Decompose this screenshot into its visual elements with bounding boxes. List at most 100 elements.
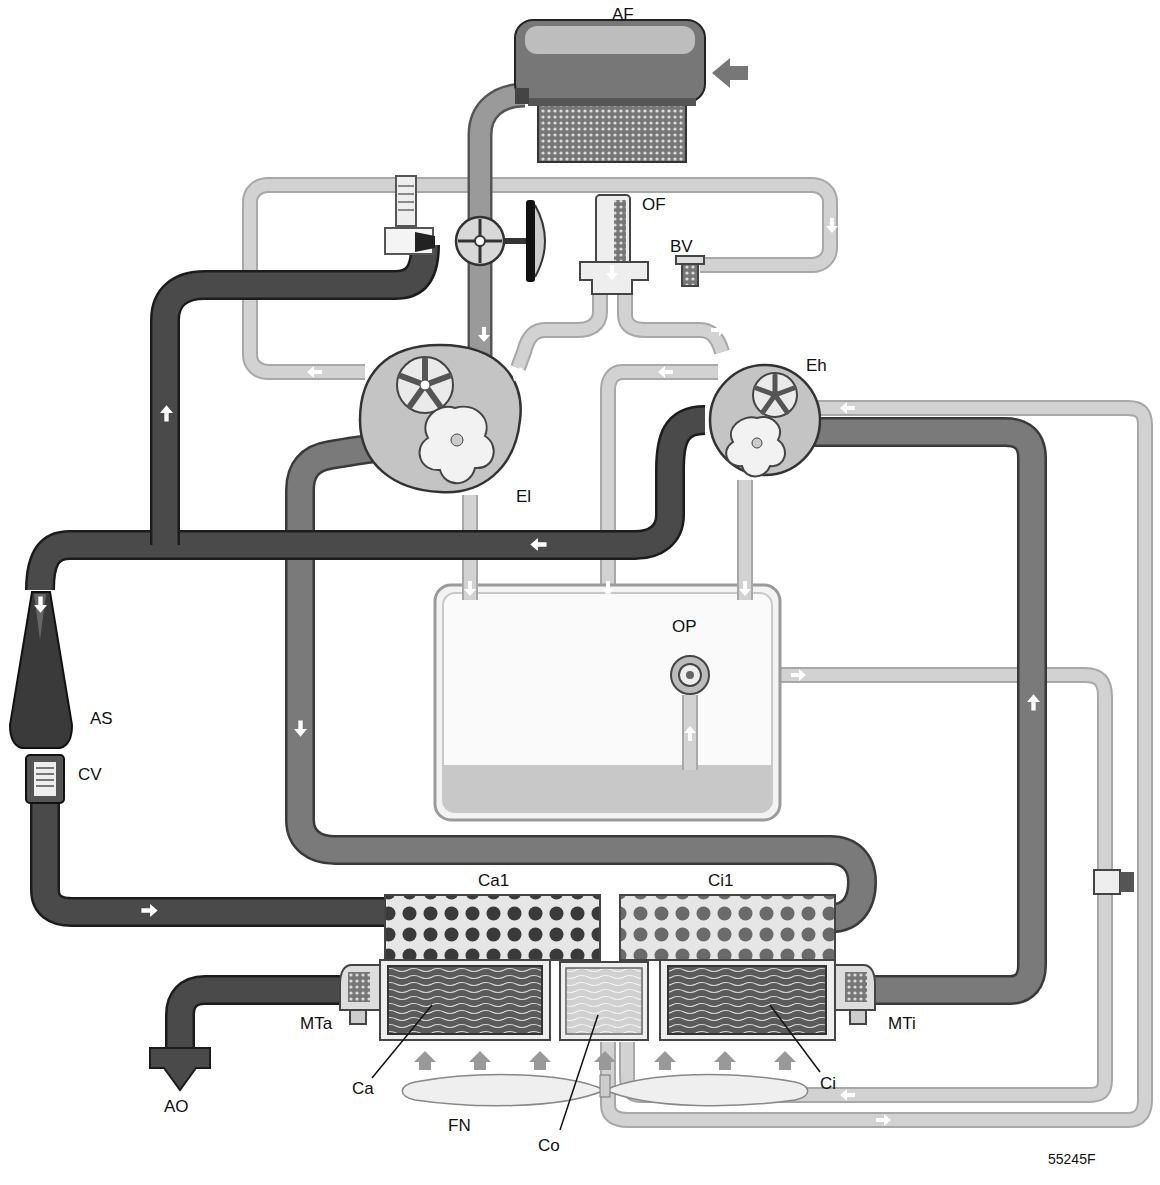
callout-label: OF xyxy=(642,196,666,213)
moisture-traps xyxy=(348,972,370,1002)
compressed-air-pipes xyxy=(805,432,1032,990)
flow-arrows xyxy=(876,1114,891,1126)
oil-drain-pipes xyxy=(470,480,745,770)
leader-lines xyxy=(372,1005,432,1078)
oil-check-valve xyxy=(1094,870,1120,894)
oil-pipes xyxy=(250,185,1145,1120)
air-filter xyxy=(515,88,529,104)
oil-pump xyxy=(686,671,694,679)
high-pressure-element xyxy=(752,438,762,448)
air-filter xyxy=(528,98,696,106)
oil-tank xyxy=(443,593,772,812)
oil-pipes xyxy=(608,408,1145,1120)
oil-pipes xyxy=(608,408,1145,1120)
moisture-traps xyxy=(850,1010,866,1024)
callout-label: FN xyxy=(448,1117,471,1134)
coolers xyxy=(560,962,648,1040)
leader-lines xyxy=(372,1005,820,1130)
check-valve xyxy=(34,762,56,796)
oil-pump xyxy=(679,664,701,686)
oil-drain-pipes xyxy=(739,480,751,600)
moisture-traps xyxy=(340,965,875,1024)
inlet-valve xyxy=(526,200,535,282)
oil-tank xyxy=(435,585,780,820)
coolers xyxy=(380,895,835,1040)
cooling-air-arrow xyxy=(654,1051,676,1070)
callout-label: Ci xyxy=(820,1075,836,1092)
check-valve xyxy=(26,755,64,803)
inlet-valve xyxy=(396,176,416,226)
flow-arrows xyxy=(34,596,47,612)
coolers xyxy=(388,966,542,1034)
flow-arrows xyxy=(840,1089,855,1101)
moisture-traps xyxy=(835,965,875,1010)
oil-pipes xyxy=(625,290,722,352)
flow-arrows xyxy=(658,366,673,378)
leader-lines xyxy=(770,1005,820,1072)
high-pressure-element xyxy=(753,373,797,417)
cooling-air-arrow xyxy=(594,1051,616,1070)
flow-arrows xyxy=(464,581,476,596)
callout-label: Co xyxy=(538,1137,560,1154)
flow-arrows xyxy=(34,218,1040,1126)
air-filter xyxy=(515,20,748,162)
flow-arrows xyxy=(141,904,157,917)
oil-pump xyxy=(671,656,709,694)
callout-label: MTa xyxy=(300,1015,332,1032)
coolers xyxy=(620,895,835,960)
bypass-valve xyxy=(676,256,704,286)
oil-drain-pipes xyxy=(684,695,696,770)
low-pressure-element xyxy=(360,345,521,492)
cooling-air-arrows xyxy=(414,1051,796,1070)
compressed-air-pipes xyxy=(300,445,862,918)
moisture-traps xyxy=(845,972,867,1002)
high-pressure-element xyxy=(726,417,785,476)
coolers xyxy=(385,895,600,960)
low-pressure-element xyxy=(451,434,463,446)
coolers xyxy=(566,968,642,1034)
inlet-valve xyxy=(398,186,414,210)
compressed-air-pipes xyxy=(180,990,360,1050)
inlet-valve xyxy=(456,217,504,265)
coolers xyxy=(380,960,550,1040)
fan xyxy=(402,1075,605,1106)
callout-label: AF xyxy=(612,6,634,23)
callout-label: El xyxy=(516,488,531,505)
oil-filter xyxy=(596,195,630,267)
coolers xyxy=(668,966,826,1034)
callout-label: MTi xyxy=(888,1015,916,1032)
compressed-air-pipes xyxy=(45,800,390,912)
flow-arrows xyxy=(791,669,806,681)
high-pressure-element xyxy=(756,376,794,412)
check-valve xyxy=(26,755,64,803)
compressed-air-pipes xyxy=(40,245,1032,1090)
air-filter xyxy=(538,100,686,162)
callout-label: 55245F xyxy=(1048,1152,1095,1166)
fan xyxy=(605,1075,808,1106)
fan xyxy=(402,1075,808,1106)
callout-label: AS xyxy=(90,710,113,727)
cooling-air-arrow xyxy=(469,1051,491,1070)
oil-check-valve xyxy=(1094,870,1134,894)
air-filter xyxy=(525,26,695,54)
air-inlet-pipe xyxy=(480,95,525,220)
flow-arrows xyxy=(1027,694,1040,710)
callout-label: AO xyxy=(164,1098,189,1115)
callout-label: Ci1 xyxy=(708,872,734,889)
inlet-valve xyxy=(475,236,485,246)
oil-pipes xyxy=(518,290,600,368)
low-pressure-element xyxy=(397,357,453,413)
oil-filter xyxy=(580,262,648,294)
check-valve xyxy=(36,768,54,786)
compressed-air-pipes xyxy=(180,990,360,1050)
callout-label: OP xyxy=(672,618,697,635)
air-separator xyxy=(10,592,72,748)
flow-arrows xyxy=(739,581,751,596)
compressed-air-pipes xyxy=(45,800,390,912)
oil-check-valve xyxy=(1120,872,1134,892)
oil-drain-pipes xyxy=(682,695,698,770)
fan xyxy=(600,1075,610,1097)
oil-tank xyxy=(435,585,780,820)
air-filter xyxy=(712,58,748,88)
